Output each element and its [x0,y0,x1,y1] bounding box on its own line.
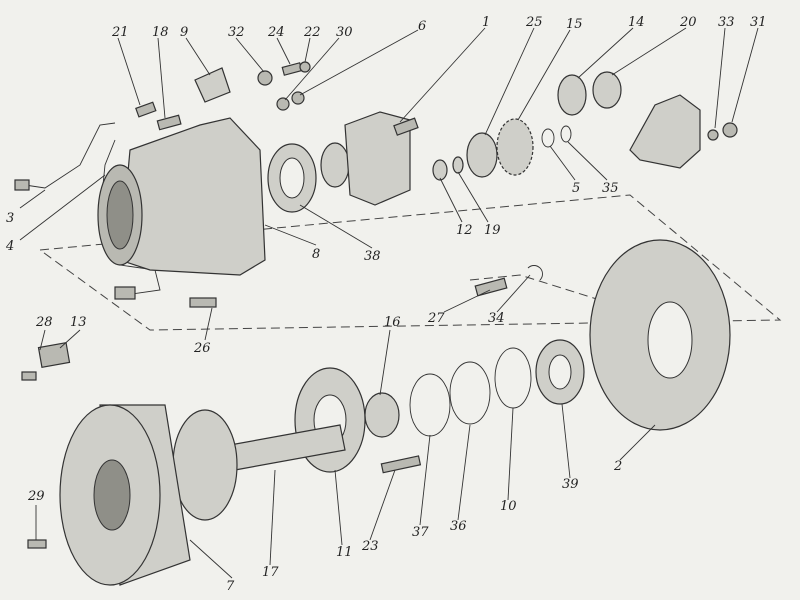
label-9: 9 [180,25,188,40]
label-14: 14 [628,15,645,30]
label-30: 30 [336,25,353,40]
washer-33 [707,129,719,141]
label-34: 34 [488,311,505,326]
coupling-20 [592,71,622,109]
shaft-flange [172,409,238,521]
label-31: 31 [750,15,767,30]
label-3: 3 [6,211,14,226]
label-4: 4 [5,239,14,254]
nut-32 [257,70,273,86]
nut-22 [299,61,311,73]
label-10: 10 [500,499,517,514]
screw-28 [21,371,37,381]
label-23: 23 [361,539,379,554]
bolt-23 [380,455,422,474]
bolt-24 [281,62,303,76]
bracket-9 [194,67,231,103]
label-2: 2 [613,459,622,474]
seal-37 [409,373,451,437]
label-29: 29 [27,489,45,504]
label-24: 24 [267,25,285,40]
label-20: 20 [679,15,697,30]
label-7: 7 [226,579,235,594]
fitting-18 [156,114,182,131]
seal-36 [449,361,491,425]
clip-34 [527,265,543,281]
ring-5 [541,128,555,148]
label-37: 37 [412,525,429,540]
label-5: 5 [572,181,580,196]
disc-14 [557,74,587,116]
nut-6 [291,91,305,105]
housing-8 [97,117,266,276]
gear-25 [466,132,498,178]
brake-pipe-3 [24,122,116,189]
label-22: 22 [303,25,321,40]
label-32: 32 [228,25,245,40]
label-15: 15 [566,17,583,32]
bolt-27 [474,277,508,297]
label-39: 39 [562,477,579,492]
nut-31 [722,122,738,138]
label-17: 17 [262,565,279,580]
label-38: 38 [364,249,381,264]
label-33: 33 [718,15,735,30]
fitting-21 [135,101,157,118]
bearing-ring [320,142,350,188]
bolt-26 [189,297,217,308]
backing-plate-2 [589,239,731,431]
cover-plate [629,94,701,169]
washer-12 [432,159,448,181]
washer-30 [276,97,290,111]
assembly-axis-upper [38,194,782,331]
screw-29 [27,539,47,549]
label-11: 11 [336,545,353,560]
label-16: 16 [384,315,401,330]
ring-10 [494,347,532,409]
label-21: 21 [111,25,129,40]
pipe-fitting [14,179,30,191]
carrier-pin [393,117,419,136]
hub-7 [59,404,191,586]
label-18: 18 [152,25,169,40]
label-19: 19 [484,223,501,238]
label-12: 12 [456,223,473,238]
label-26: 26 [193,341,211,356]
label-13: 13 [70,315,87,330]
ring-35 [560,125,572,143]
label-25: 25 [525,15,543,30]
label-35: 35 [602,181,619,196]
pipe-fitting-lower [114,286,136,300]
label-36: 36 [450,519,467,534]
label-28: 28 [35,315,53,330]
label-27: 27 [427,311,445,326]
carrier-1 [344,111,411,206]
cover-13 [37,342,71,368]
gear-15 [496,118,534,176]
label-1: 1 [482,15,490,30]
race-16 [364,392,400,438]
assembly-axis-lower [469,274,601,301]
label-6: 6 [418,19,426,34]
label-8: 8 [312,247,320,262]
leader-lines [19,27,759,579]
washer-19 [452,156,464,174]
